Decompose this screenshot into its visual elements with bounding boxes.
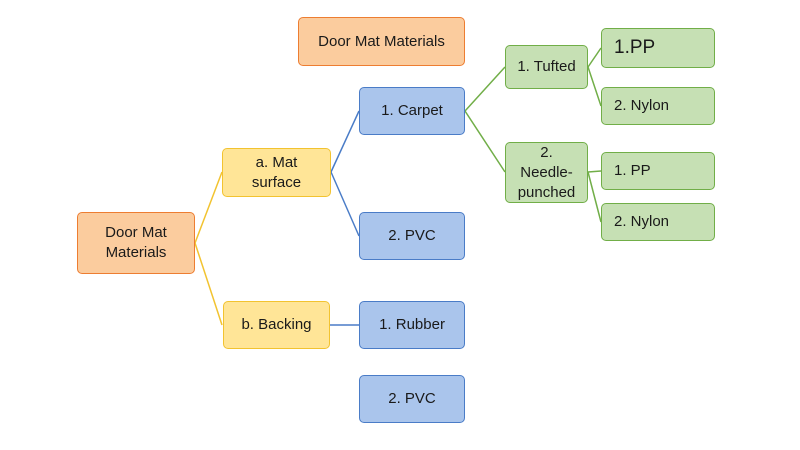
- connector-root-mat-surface: [194, 171, 223, 244]
- needle-punched-nylon-node[interactable]: 2. Nylon: [601, 203, 715, 241]
- connector-carpet-needle-punched: [464, 110, 506, 173]
- mat-surface-node[interactable]: a. Mat surface: [222, 148, 331, 197]
- connector-carpet-tufted: [464, 66, 506, 112]
- root-node[interactable]: Door Mat Materials: [77, 212, 195, 274]
- connector-tufted-pp: [587, 47, 602, 68]
- carpet-node[interactable]: 1. Carpet: [359, 87, 465, 135]
- connector-tufted-nylon: [587, 66, 602, 107]
- title-node[interactable]: Door Mat Materials: [298, 17, 465, 66]
- needle-punched-node[interactable]: 2. Needle- punched: [505, 142, 588, 203]
- tufted-node[interactable]: 1. Tufted: [505, 45, 588, 89]
- connector-needle-punched-nylon: [587, 171, 602, 223]
- connector-needle-punched-pp: [587, 170, 602, 173]
- connector-mat-surface-pvc: [330, 171, 360, 237]
- connector-mat-surface-carpet: [330, 110, 360, 173]
- connector-root-backing: [194, 242, 223, 326]
- mat-surface-pvc-node[interactable]: 2. PVC: [359, 212, 465, 260]
- tufted-nylon-node[interactable]: 2. Nylon: [601, 87, 715, 125]
- rubber-node[interactable]: 1. Rubber: [359, 301, 465, 349]
- backing-node[interactable]: b. Backing: [223, 301, 330, 349]
- tufted-pp-node[interactable]: 1.PP: [601, 28, 715, 68]
- backing-pvc-node[interactable]: 2. PVC: [359, 375, 465, 423]
- needle-punched-pp-node[interactable]: 1. PP: [601, 152, 715, 190]
